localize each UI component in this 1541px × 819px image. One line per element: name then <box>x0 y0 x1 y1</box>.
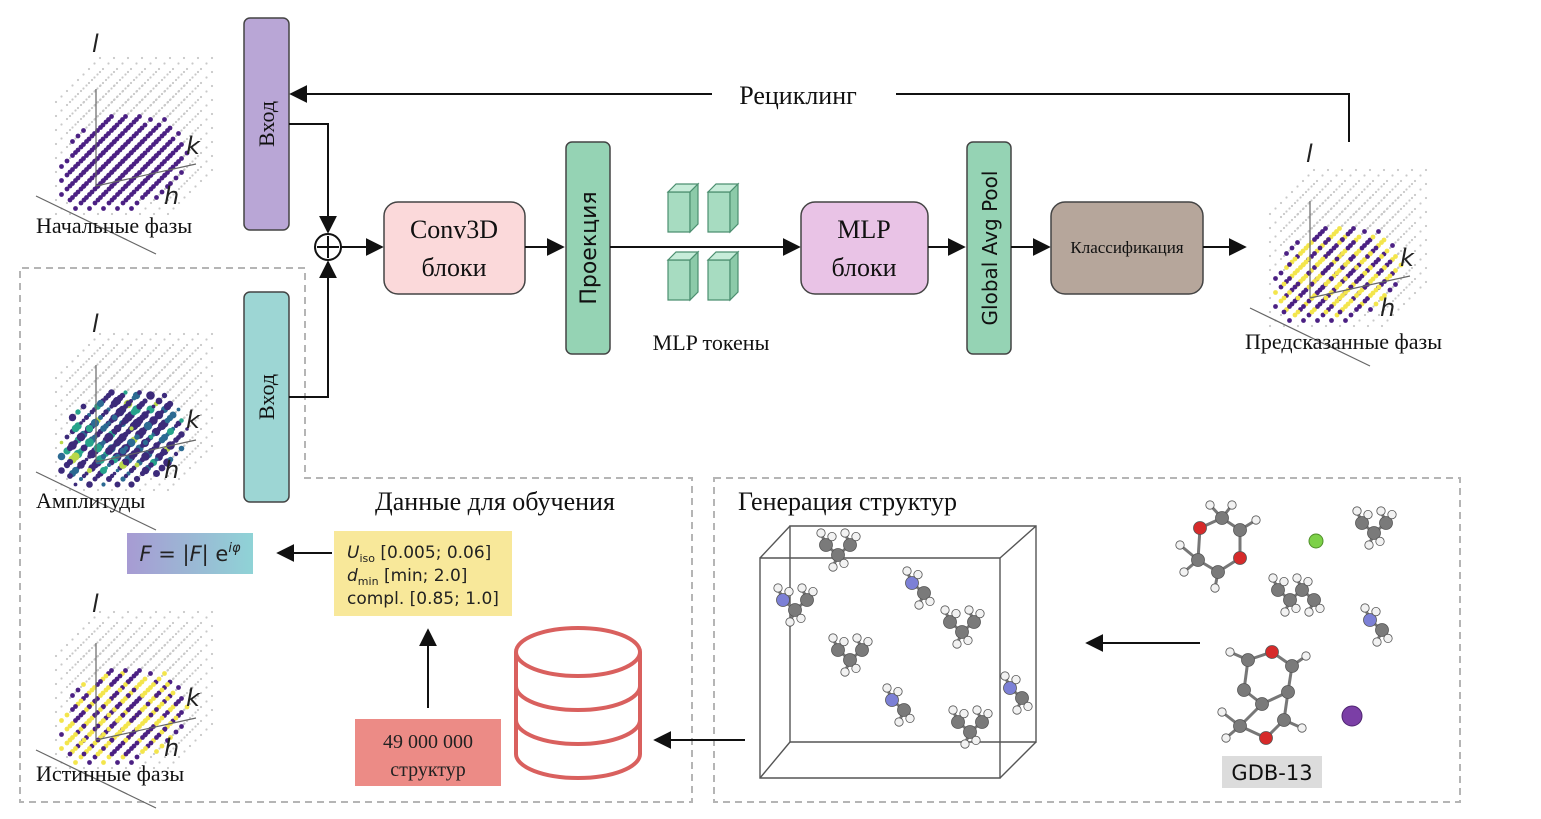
axis-l-label: l <box>92 590 99 618</box>
mlp-label-line2: блоки <box>831 253 896 282</box>
predicted-phases-cube-plot <box>1249 168 1428 367</box>
axis-h-label: h <box>164 456 179 484</box>
axis-l-label: l <box>92 30 99 58</box>
axis-k-label: k <box>186 132 201 160</box>
augmentation-params-box: Uiso [0.005; 0.06] dmin [min; 2.0] compl… <box>334 531 512 616</box>
axis-letters: l k h l k h l k h l k h <box>92 30 1415 762</box>
gdb13-badge: GDB-13 <box>1222 756 1322 788</box>
axis-k-label: k <box>186 406 201 434</box>
gdb13-label: GDB-13 <box>1231 761 1312 785</box>
initial-phases-label: Начальные фазы <box>36 213 192 238</box>
input-block-bottom: Вход <box>243 291 290 503</box>
d-min-range: [min; 2.0] <box>379 566 468 586</box>
classification-block: Классификация <box>1050 201 1204 295</box>
svg-text:F = |F| eiφ: F = |F| eiφ <box>139 541 241 567</box>
input-block-top: Вход <box>243 17 290 231</box>
axis-l-label: l <box>92 310 99 338</box>
svg-text:dmin [min; 2.0]: dmin [min; 2.0] <box>347 566 467 588</box>
recycling-loop-right <box>896 93 1350 142</box>
d-min-symbol: d <box>347 566 358 586</box>
predicted-phases-label: Предсказанные фазы <box>1245 329 1442 354</box>
structure-generation-title: Генерация структур <box>738 487 957 516</box>
u-iso-sub: iso <box>359 552 375 565</box>
d-min-sub: min <box>358 575 379 588</box>
mlp-block: MLP блоки <box>800 201 929 295</box>
connector-input-top <box>289 123 337 234</box>
true-phases-cube-plot <box>35 610 214 809</box>
classification-label: Классификация <box>1070 238 1183 257</box>
mlp-token-prisms <box>666 182 740 302</box>
true-phases-label: Истинные фазы <box>36 761 184 786</box>
sum-node <box>314 233 342 261</box>
unit-cell-box <box>759 525 1037 779</box>
formula-F-mod: F <box>190 542 203 566</box>
structure-factor-formula: F = |F| eiφ <box>127 533 253 574</box>
axis-h-label: h <box>1380 294 1395 322</box>
projection-label: Проекция <box>577 191 602 304</box>
structures-word: структур <box>390 759 466 781</box>
conv3d-label-line1: Conv3D <box>410 215 498 244</box>
u-iso-symbol: U <box>347 543 360 563</box>
training-data-title: Данные для обучения <box>375 487 615 516</box>
input-bottom-label: Вход <box>254 374 279 420</box>
mlp-tokens-label: MLP токены <box>653 330 770 355</box>
gap-label: Global Avg Pool <box>978 171 1002 326</box>
input-top-label: Вход <box>254 101 279 147</box>
formula-F: F <box>139 542 152 566</box>
formula-exp-base: | e <box>202 542 229 567</box>
input-region-dashed-outline <box>19 267 693 803</box>
gdb13-molecule-library <box>1175 500 1397 745</box>
projection-block: Проекция <box>565 141 611 355</box>
conv3d-label-line2: блоки <box>421 253 486 282</box>
structures-count-box: 49 000 000 структур <box>355 719 501 786</box>
database-icon <box>514 626 642 780</box>
axis-l-label: l <box>1306 140 1313 168</box>
conv3d-block: Conv3D блоки <box>383 201 526 295</box>
svg-text:Uiso [0.005; 0.06]: Uiso [0.005; 0.06] <box>347 543 491 565</box>
connector-input-bottom <box>289 260 337 398</box>
formula-eq: = | <box>152 542 190 567</box>
initial-phases-cube-plot <box>35 56 214 255</box>
structures-count: 49 000 000 <box>383 731 473 753</box>
completeness-range: compl. [0.85; 1.0] <box>347 589 499 609</box>
structure-generation-panel <box>713 477 1461 803</box>
axis-k-label: k <box>186 684 201 712</box>
global-avg-pool-block: Global Avg Pool <box>966 141 1012 355</box>
axis-k-label: k <box>1400 244 1415 272</box>
molecules-in-unit-cell <box>773 528 1033 749</box>
mlp-label-line1: MLP <box>837 215 890 244</box>
axis-h-label: h <box>164 182 179 210</box>
amplitudes-cube-plot <box>35 332 214 531</box>
recycling-label: Рециклинг <box>739 81 857 110</box>
formula-exponent: iφ <box>228 541 241 556</box>
axis-h-label: h <box>164 734 179 762</box>
u-iso-range: [0.005; 0.06] <box>375 543 491 563</box>
amplitudes-label: Амплитуды <box>36 488 145 513</box>
